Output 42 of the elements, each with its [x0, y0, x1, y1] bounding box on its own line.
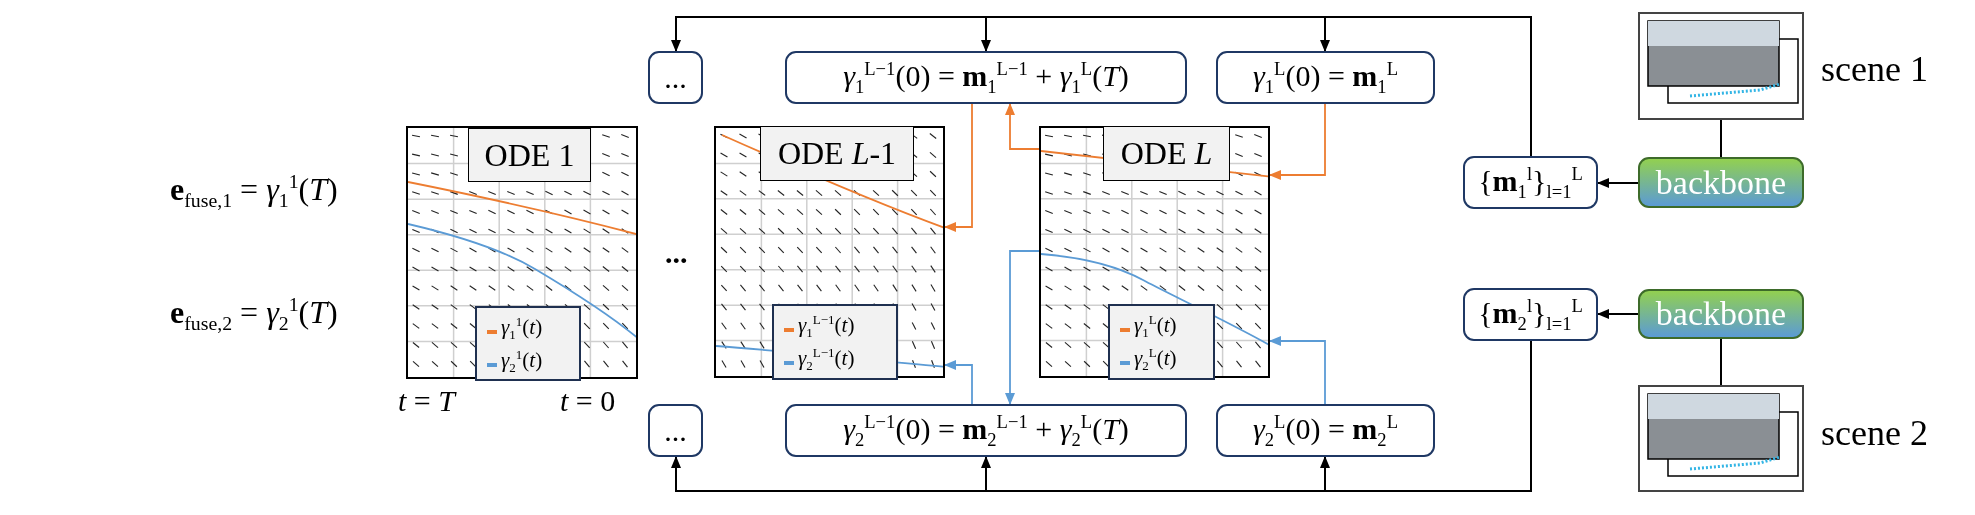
rounded-box [785, 51, 1187, 104]
plot-title: ODE 1 [468, 128, 591, 182]
rounded-box [648, 51, 703, 104]
plot-title: ODE L-1 [760, 126, 914, 181]
backbone-block: backbone [1638, 289, 1804, 339]
connector-line [1720, 338, 1722, 386]
connector-line [1720, 119, 1722, 158]
legend-label: γ$_{2}$$^{1}$(t) [501, 347, 543, 377]
formula-text: γ$_{1}$$^{L−1}$(0) = m$_{1}$$^{L−1}$ + γ$_{1}$$^{L}$(T) [843, 57, 1129, 98]
rounded-box [648, 404, 703, 457]
ellipsis-label: ... [665, 236, 688, 270]
caption-text: scene 2 [1821, 412, 1928, 454]
arrow [1005, 250, 1041, 405]
formula-text: ... [664, 60, 687, 95]
arrow [1269, 103, 1326, 180]
legend-label: γ$_{2}$$^{L−1}$(t) [798, 345, 855, 375]
caption-text: scene 1 [1821, 48, 1928, 90]
arrow [1269, 336, 1326, 405]
legend-label: γ$_{1}$$^{L−1}$(t) [798, 312, 855, 342]
formula-text: ... [664, 413, 687, 448]
arrow [1597, 309, 1639, 319]
scene-image-frame [1638, 12, 1804, 120]
backbone-block: backbone [1638, 157, 1804, 208]
scene-image-frame [1638, 385, 1804, 492]
arrow [944, 103, 973, 232]
formula-text: γ$_{2}$$^{L−1}$(0) = m$_{2}$$^{L−1}$ + γ$_{2}$$^{L}$(T) [843, 410, 1129, 451]
rounded-box [785, 404, 1187, 457]
legend-label: γ$_{1}$$^{L}$(t) [1134, 312, 1177, 342]
equation-label: e$_{fuse,1}$ = γ$_{1}$$^{1}$(T) [170, 170, 338, 213]
caption-text: t = 0 [560, 384, 616, 418]
rounded-box [1216, 51, 1435, 104]
plot-title: ODE L [1103, 126, 1230, 181]
legend-label: γ$_{2}$$^{L}$(t) [1134, 345, 1177, 375]
rounded-box [1463, 156, 1598, 209]
arrow [944, 360, 973, 405]
rounded-box [1216, 404, 1435, 457]
rounded-box [1463, 288, 1598, 341]
equation-label: e$_{fuse,2}$ = γ$_{2}$$^{1}$(T) [170, 293, 338, 336]
arrow [1005, 103, 1041, 150]
caption-text: t = T [398, 384, 455, 418]
legend-label: γ$_{1}$$^{1}$(t) [501, 314, 543, 344]
arrow [1597, 178, 1639, 188]
